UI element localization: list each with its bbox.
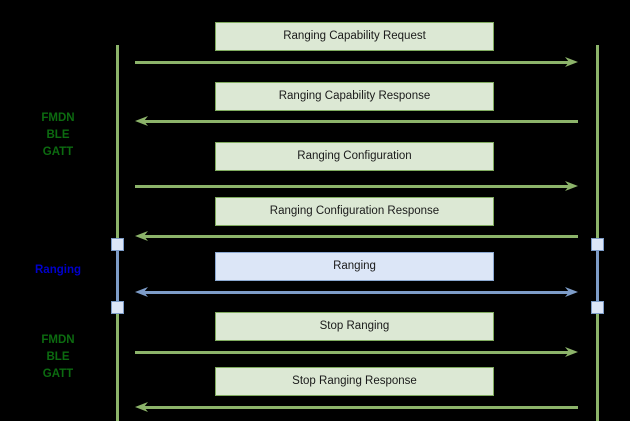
- arrow-shaft: [142, 235, 578, 238]
- arrowhead-left-icon: [135, 400, 149, 414]
- message-arrow-ranging-capability-request: [135, 55, 578, 69]
- arrow-shaft: [135, 185, 571, 188]
- left-ranging-start-marker: [111, 238, 124, 251]
- message-arrow-ranging-capability-response: [135, 114, 578, 128]
- arrowhead-left-icon: [135, 285, 149, 299]
- arrowhead-left-icon: [135, 229, 149, 243]
- message-label-stop-ranging-response: Stop Ranging Response: [215, 367, 494, 396]
- arrowhead-right-icon: [564, 179, 578, 193]
- arrowhead-left-icon: [135, 114, 149, 128]
- phase-label-fmdn-ble-gatt-top: FMDN BLE GATT: [41, 112, 75, 158]
- message-label-ranging: Ranging: [215, 252, 494, 281]
- arrowhead-right-icon: [564, 285, 578, 299]
- arrowhead-right-icon: [564, 345, 578, 359]
- left-ranging-end-marker: [111, 301, 124, 314]
- arrow-shaft: [142, 291, 571, 294]
- message-label-ranging-capability-response: Ranging Capability Response: [215, 82, 494, 111]
- right-lifeline: [596, 45, 599, 421]
- arrow-shaft: [142, 120, 578, 123]
- phase-label-ranging: Ranging: [35, 264, 81, 276]
- right-ranging-start-marker: [591, 238, 604, 251]
- message-arrow-ranging-bidirectional: [135, 285, 578, 299]
- right-ranging-end-marker: [591, 301, 604, 314]
- arrow-shaft: [135, 61, 571, 64]
- arrowhead-right-icon: [564, 55, 578, 69]
- left-lifeline: [116, 45, 119, 421]
- phase-label-fmdn-ble-gatt-bottom: FMDN BLE GATT: [41, 334, 75, 380]
- message-arrow-ranging-configuration: [135, 179, 578, 193]
- message-label-ranging-configuration-response: Ranging Configuration Response: [215, 197, 494, 226]
- message-arrow-ranging-configuration-response: [135, 229, 578, 243]
- arrow-shaft: [135, 351, 571, 354]
- message-label-ranging-capability-request: Ranging Capability Request: [215, 22, 494, 51]
- message-arrow-stop-ranging: [135, 345, 578, 359]
- left-ranging-activation-bar: [116, 244, 119, 308]
- message-label-ranging-configuration: Ranging Configuration: [215, 142, 494, 171]
- arrow-shaft: [142, 406, 578, 409]
- right-ranging-activation-bar: [596, 244, 599, 308]
- message-arrow-stop-ranging-response: [135, 400, 578, 414]
- message-label-stop-ranging: Stop Ranging: [215, 312, 494, 341]
